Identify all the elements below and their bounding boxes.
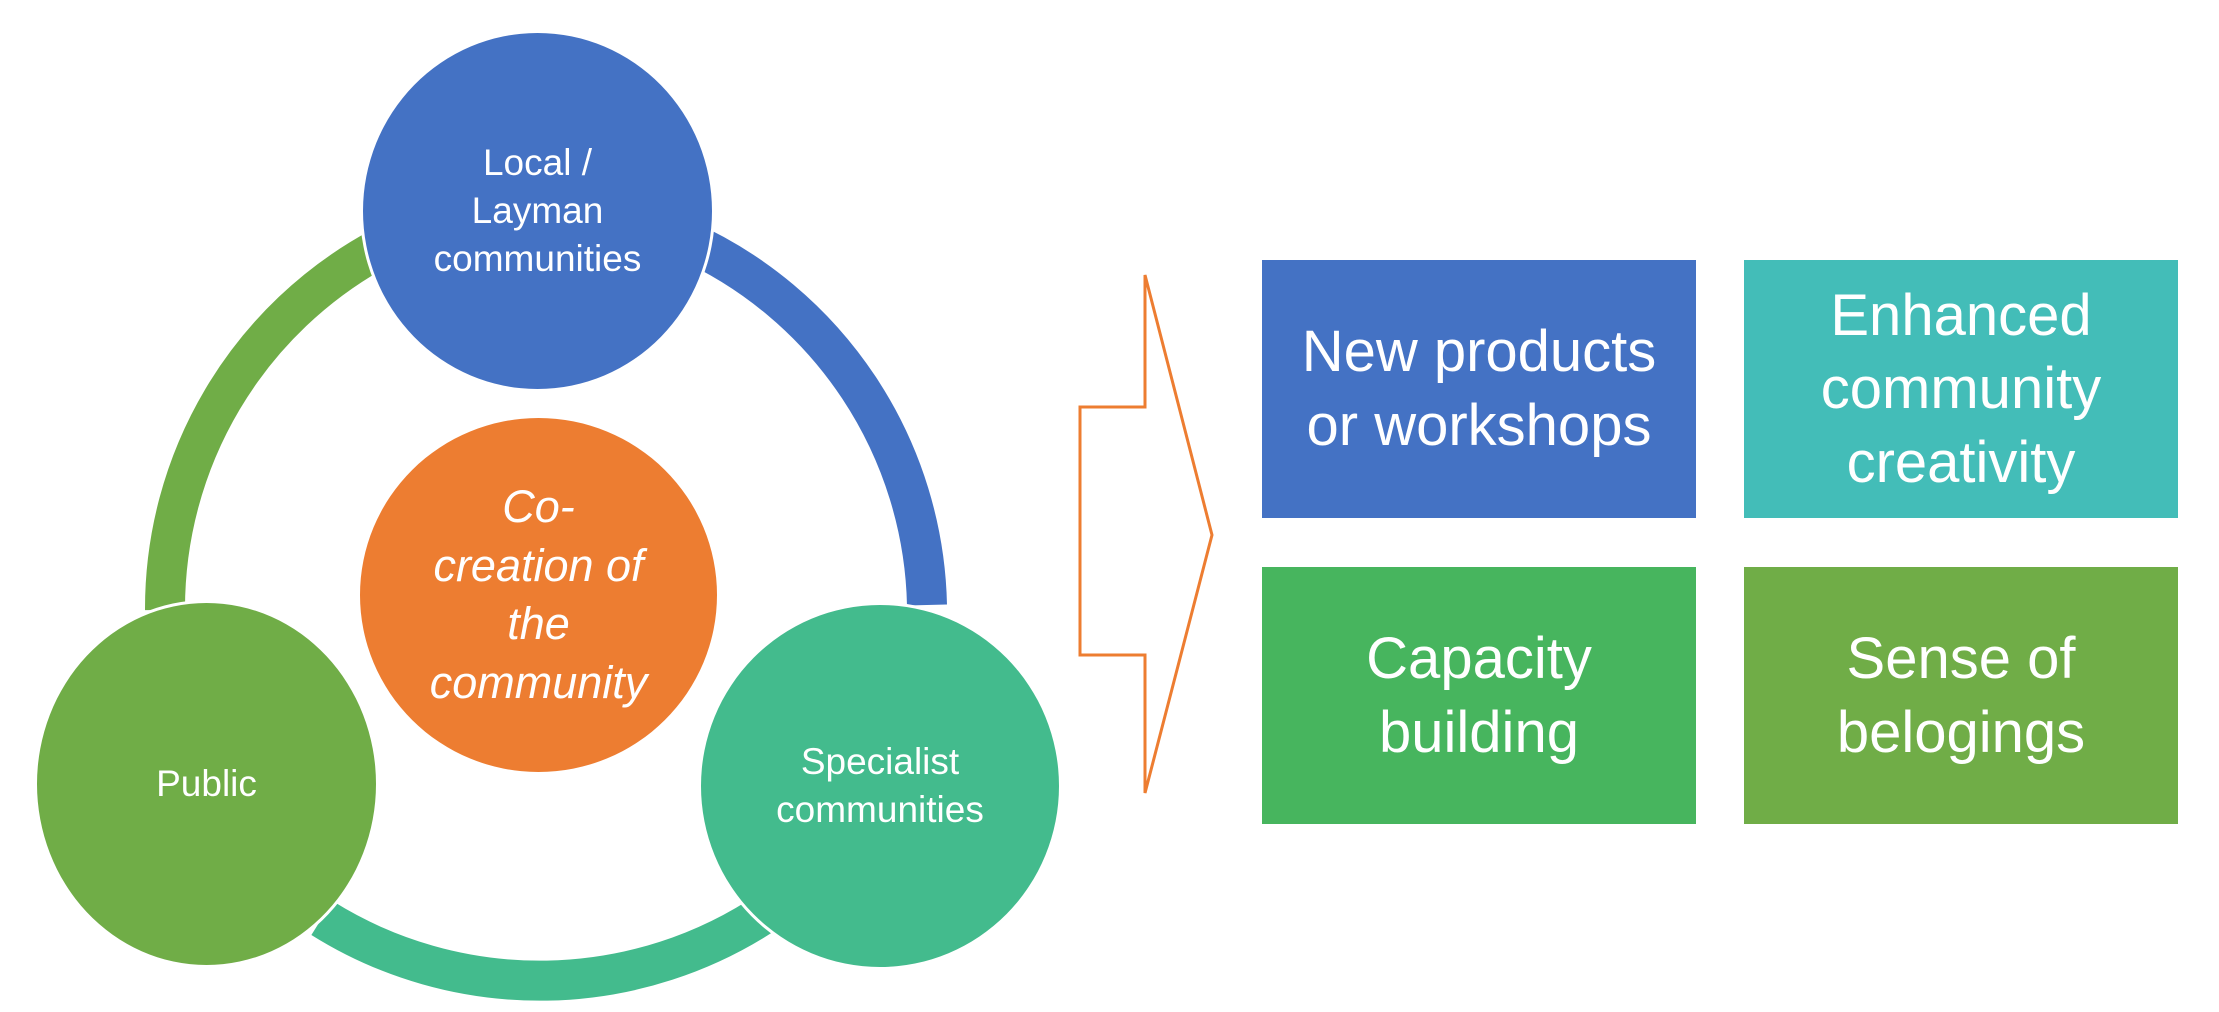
- node-local-layman-label: Local / Layman communities: [433, 141, 642, 280]
- arc-left-to-top: [144, 230, 390, 611]
- outcome-enhanced-community-creativity: Enhanced community creativity: [1744, 260, 2178, 518]
- node-co-creation-center: Co- creation of the community: [357, 415, 720, 775]
- outcome-capacity-building-label: Capacity building: [1366, 625, 1592, 765]
- node-specialist-communities: Specialist communities: [698, 602, 1062, 970]
- outcome-arrow: [1078, 274, 1214, 794]
- node-specialist-label: Specialist communities: [776, 740, 984, 830]
- node-public-label: Public: [156, 762, 257, 804]
- outcome-capacity-building: Capacity building: [1262, 567, 1696, 824]
- outcome-sense-of-belogings: Sense of belogings: [1744, 567, 2178, 824]
- outcome-new-products-or-workshops: New products or workshops: [1262, 260, 1696, 518]
- node-co-creation-label: Co- creation of the community: [429, 481, 648, 708]
- outcome-sense-of-belogings-label: Sense of belogings: [1836, 625, 2086, 765]
- outcome-new-products-label: New products or workshops: [1301, 319, 1657, 458]
- outcome-enhanced-creativity-label: Enhanced community creativity: [1820, 282, 2102, 495]
- node-public: Public: [34, 600, 379, 968]
- arc-top-to-right: [676, 221, 947, 606]
- arc-right-to-left: [311, 893, 782, 1001]
- node-local-layman-communities: Local / Layman communities: [360, 30, 715, 392]
